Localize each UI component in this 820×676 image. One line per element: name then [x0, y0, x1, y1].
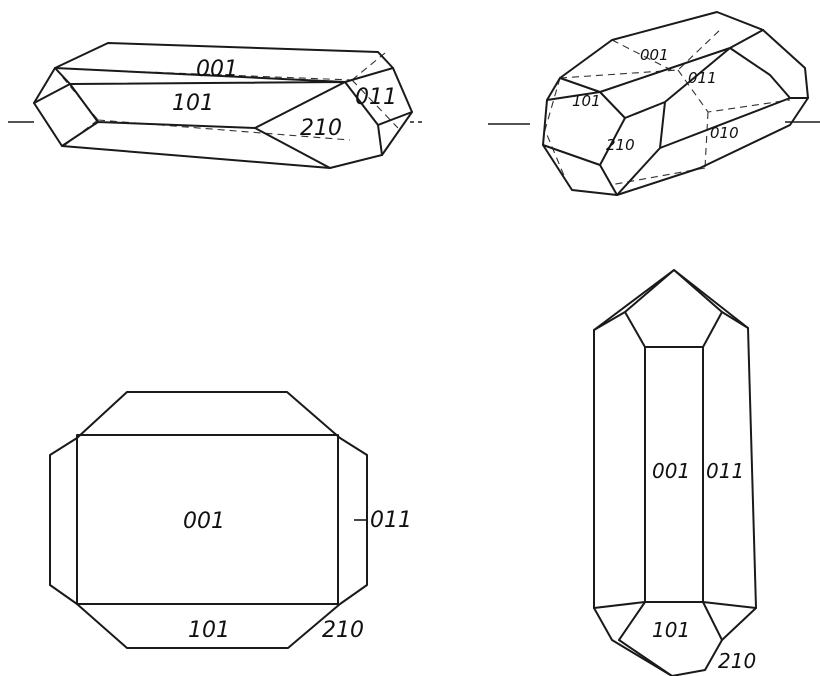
crystal-b-edges	[542, 29, 809, 196]
crystal-d-projection: 001 011 101 210	[593, 269, 757, 676]
crystal-a-label-001: 001	[196, 57, 238, 82]
crystal-c-projection: 001 011 101 210	[49, 391, 412, 649]
crystal-a-outline	[33, 42, 413, 169]
crystal-d-label-210: 210	[718, 649, 756, 673]
crystal-d-label-001: 001	[652, 459, 690, 483]
crystal-c-label-210: 210	[322, 618, 364, 643]
crystal-b-perspective: 001 011 101 210 010	[488, 11, 820, 196]
crystal-a-perspective: 001 101 011 210	[8, 42, 425, 169]
crystal-a-edges	[33, 67, 413, 169]
crystal-b-label-210: 210	[606, 136, 635, 154]
crystal-c-edges	[76, 434, 339, 605]
crystal-a-hidden-edges	[54, 52, 399, 146]
crystal-b-label-011: 011	[688, 69, 717, 87]
crystal-c-outline	[49, 391, 368, 649]
crystal-c-label-011: 011	[370, 508, 412, 533]
crystal-c-label-101: 101	[188, 618, 230, 643]
crystal-a-label-011: 011	[355, 85, 397, 110]
crystal-b-label-001: 001	[640, 46, 669, 64]
crystal-b-label-010: 010	[710, 124, 739, 142]
crystal-a-label-210: 210	[300, 116, 342, 141]
crystal-c-label-001: 001	[183, 509, 225, 534]
crystal-b-label-101: 101	[572, 92, 601, 110]
crystal-d-label-101: 101	[652, 618, 690, 642]
crystal-d-outline	[593, 269, 757, 676]
crystal-d-edges	[593, 269, 757, 676]
crystal-a-label-101: 101	[172, 91, 214, 116]
crystal-d-label-011: 011	[706, 459, 744, 483]
